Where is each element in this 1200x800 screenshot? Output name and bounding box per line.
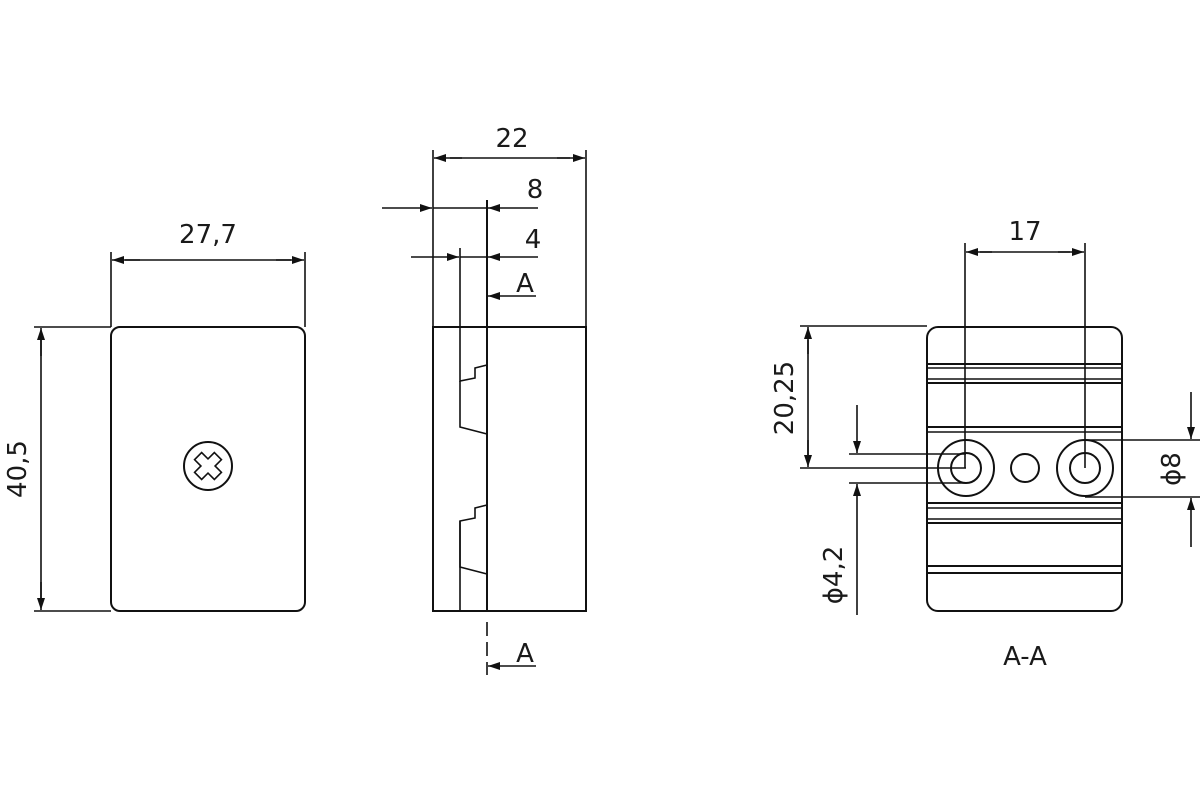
groove-profile <box>459 327 488 382</box>
dimension-label: ϕ4,2 <box>819 546 849 605</box>
dimension-hole-spacing-17: 17 <box>964 217 1086 468</box>
dimension-label: 40,5 <box>3 440 33 498</box>
dimension-label: ϕ8 <box>1157 452 1187 486</box>
dimension-outer-diameter: ϕ8 <box>1085 392 1200 547</box>
dimension-height-40-5: 40,5 <box>3 326 111 612</box>
dimension-label: 27,7 <box>179 220 237 250</box>
front-view-outline <box>110 326 306 612</box>
section-marker-top: A <box>488 269 536 300</box>
dimension-label: 20,25 <box>770 361 800 435</box>
section-view-title: A-A <box>1003 642 1047 672</box>
dimension-label: 17 <box>1008 217 1041 247</box>
screw-icon <box>183 441 233 491</box>
svg-text:A: A <box>516 639 534 669</box>
dimension-depth-22: 22 <box>432 124 587 327</box>
section-marker-bottom: A <box>486 622 536 675</box>
dimension-hole-height-20-25: 20,25 <box>770 325 966 469</box>
dimension-label: 8 <box>527 175 544 205</box>
front-view: 27,7 40,5 <box>3 220 306 612</box>
dimension-offset-8: 8 <box>382 175 544 212</box>
groove-lines <box>927 363 1122 574</box>
groove-profile <box>459 504 488 611</box>
section-view: 17 20,25 ϕ4,2 ϕ8 A-A <box>770 217 1200 672</box>
dimension-width-27-7: 27,7 <box>110 220 306 327</box>
dimension-label: 22 <box>495 124 528 154</box>
dimension-inner-diameter: ϕ4,2 <box>819 405 966 615</box>
dimension-label: 4 <box>525 225 542 255</box>
section-view-outline <box>926 326 1123 612</box>
dimension-offset-4: 4 <box>411 225 542 261</box>
side-view-outline <box>432 326 587 612</box>
center-hole <box>1010 453 1040 483</box>
side-view: 22 8 4 A A <box>382 124 587 675</box>
svg-text:A: A <box>516 269 534 299</box>
